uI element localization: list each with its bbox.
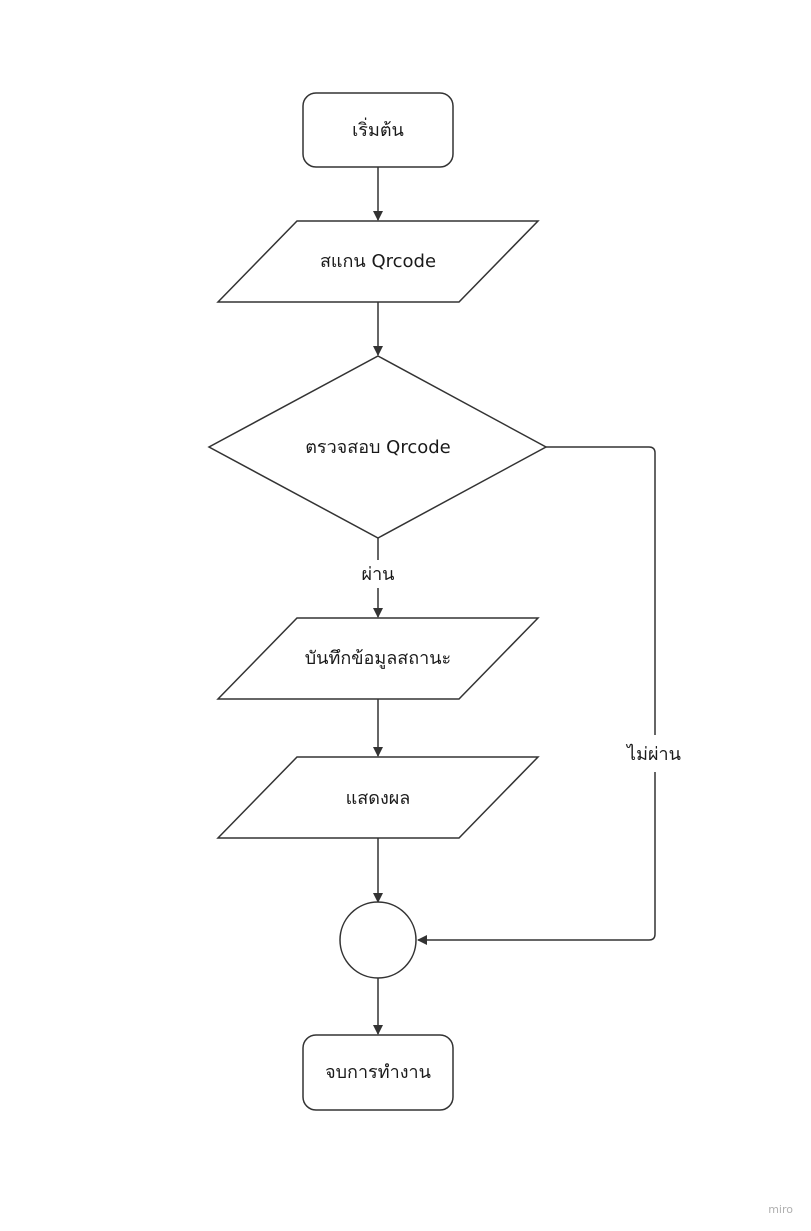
connector-circle [339,901,417,979]
check-decision-shape [207,355,548,539]
edge-check-fail-upper [546,446,656,735]
scan-io-shape [216,220,540,303]
end-terminator [302,1034,454,1111]
start-terminator [302,92,454,168]
check-label: ตรวจสอบ Qrcode [305,437,451,458]
end-label: จบการทำงาน [325,1062,431,1083]
edge-label-fail: ไม่ผ่าน [625,743,681,765]
save-io-shape [216,617,540,700]
save-label: บันทึกข้อมูลสถานะ [305,648,451,669]
scan-label: สแกน Qrcode [320,251,436,272]
edge-label-pass: ผ่าน [362,564,395,585]
start-label: เริ่มต้น [352,117,404,141]
display-io-shape [216,756,540,839]
miro-watermark: miro [768,1203,793,1216]
display-label: แสดงผล [346,788,411,809]
edge-check-fail-lower [417,772,656,945]
